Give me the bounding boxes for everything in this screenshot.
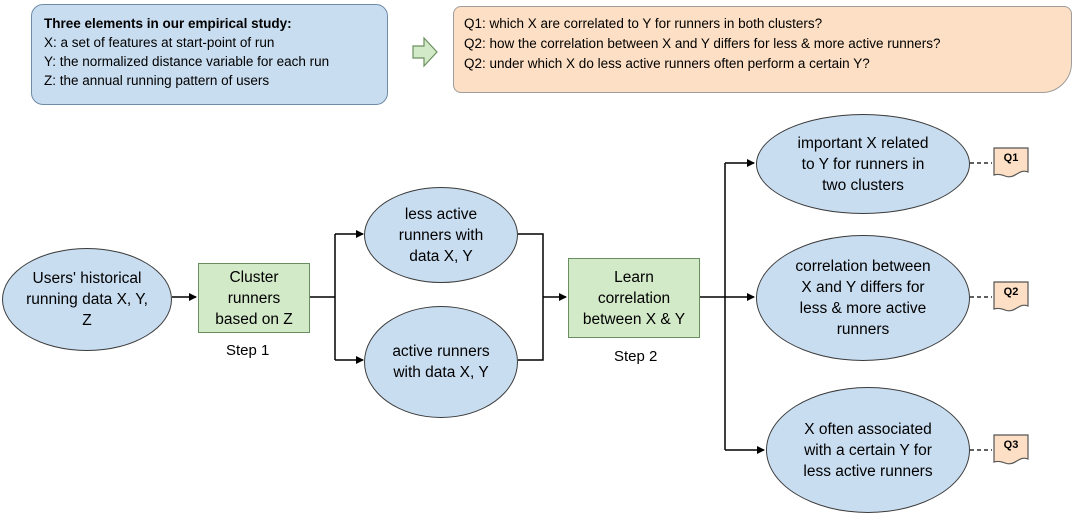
node-learn-correlation-label: Learn correlation between X & Y — [582, 268, 686, 328]
document-icon — [993, 434, 1029, 465]
node-active-runners: active runners with data X, Y — [364, 306, 518, 418]
element-z: Z: the annual running pattern of users — [44, 73, 270, 88]
node-less-active-runners: less active runners with data X, Y — [364, 187, 518, 283]
study-elements-heading: Three elements in our empirical study: — [44, 16, 292, 31]
node-correlation-differs-label: correlation between X and Y differs for … — [795, 258, 931, 338]
element-y: Y: the normalized distance variable for … — [44, 54, 330, 69]
document-icon — [993, 147, 1029, 178]
tag-q1: Q1 — [993, 147, 1029, 179]
tag-q3-label: Q3 — [1003, 439, 1019, 451]
study-elements-box: Three elements in our empirical study: X… — [31, 4, 388, 105]
node-learn-correlation: Learn correlation between X & Y — [568, 258, 700, 338]
question-2: Q2: how the correlation between X and Y … — [464, 36, 941, 51]
node-less-active-runners-label: less active runners with data X, Y — [398, 205, 484, 265]
step-1-label: Step 1 — [226, 342, 270, 359]
document-icon — [993, 281, 1029, 312]
element-x: X: a set of features at start-point of r… — [44, 35, 275, 50]
tag-q3: Q3 — [993, 434, 1029, 466]
node-x-associated: X often associated with a certain Y for … — [766, 387, 970, 513]
node-correlation-differs: correlation between X and Y differs for … — [756, 235, 970, 361]
node-historical-data-label: Users' historical running data X, Y, Z — [26, 270, 148, 329]
node-important-x-label: important X related to Y for runners in … — [797, 134, 929, 194]
node-historical-data: Users' historical running data X, Y, Z — [2, 248, 172, 351]
tag-q2: Q2 — [993, 281, 1029, 313]
node-cluster-runners-label: Cluster runners based on Z — [215, 268, 293, 328]
step-2-label: Step 2 — [614, 348, 658, 365]
question-1: Q1: which X are correlated to Y for runn… — [464, 16, 823, 31]
node-cluster-runners: Cluster runners based on Z — [198, 263, 310, 333]
node-important-x: important X related to Y for runners in … — [756, 114, 970, 214]
research-questions-box: Q1: which X are correlated to Y for runn… — [453, 6, 1072, 93]
question-3: Q2: under which X do less active runners… — [464, 56, 870, 71]
tag-q1-label: Q1 — [1003, 152, 1019, 164]
node-x-associated-label: X often associated with a certain Y for … — [803, 420, 933, 480]
block-arrow-icon — [412, 36, 438, 68]
tag-q2-label: Q2 — [1003, 286, 1019, 298]
node-active-runners-label: active runners with data X, Y — [392, 343, 490, 381]
edge-less-active-merge — [518, 233, 544, 361]
